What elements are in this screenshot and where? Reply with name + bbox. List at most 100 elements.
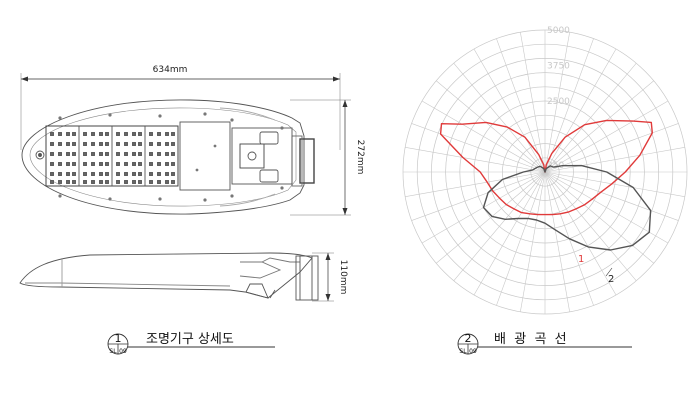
led-chip xyxy=(99,152,103,156)
detail-title: 배 광 곡 선 xyxy=(494,332,567,347)
led-chip xyxy=(66,172,70,176)
side-housing xyxy=(19,252,313,299)
led-chip xyxy=(171,142,175,146)
led-chip xyxy=(149,180,153,184)
led-chip xyxy=(50,132,54,136)
led-chip xyxy=(72,172,76,176)
led-chip xyxy=(99,142,103,146)
luminaire-top-view: 634mm xyxy=(20,65,365,216)
grid-spoke xyxy=(411,123,546,173)
terminal-block xyxy=(239,143,265,169)
grid-spoke xyxy=(544,48,617,173)
grid-spoke xyxy=(544,80,654,173)
led-chip xyxy=(171,152,175,156)
led-chip xyxy=(91,180,95,184)
led-chip xyxy=(165,172,169,176)
led-chip xyxy=(124,162,128,166)
led-chip xyxy=(66,162,70,166)
led-chip xyxy=(66,132,70,136)
polar-grid xyxy=(402,29,688,315)
side-bracket xyxy=(295,255,319,301)
led-chip xyxy=(171,132,175,136)
leader-line xyxy=(605,267,613,277)
grid-spoke xyxy=(544,171,570,312)
led-chip xyxy=(132,172,136,176)
led-chip xyxy=(157,172,161,176)
led-chip xyxy=(58,152,62,156)
grid-spoke xyxy=(520,171,546,312)
curve-labels: 12 xyxy=(578,254,614,285)
led-chip xyxy=(83,162,87,166)
led-chip xyxy=(91,132,95,136)
grid-spoke xyxy=(544,63,637,173)
led-chip xyxy=(72,180,76,184)
detail-label-1: 1 SL 09 조명기구 상세도 xyxy=(107,332,275,355)
grid-spoke xyxy=(473,171,546,296)
led-chip xyxy=(132,162,136,166)
grid-spoke xyxy=(496,38,546,173)
led-chip xyxy=(116,152,120,156)
grid-spoke xyxy=(473,48,546,173)
led-chip xyxy=(124,142,128,146)
led-chip xyxy=(157,132,161,136)
led-chip xyxy=(157,142,161,146)
led-chip xyxy=(72,162,76,166)
sheet-prefix: SL xyxy=(459,348,467,355)
led-chip xyxy=(72,152,76,156)
screws xyxy=(58,112,284,202)
radial-tick-label: 250 xyxy=(547,161,564,171)
height-label: 110mm xyxy=(338,260,348,295)
led-chip xyxy=(50,172,54,176)
grid-spoke xyxy=(544,171,685,197)
led-chip xyxy=(83,180,87,184)
distribution-curve-1 xyxy=(439,119,653,216)
radial-tick-label: 3750 xyxy=(547,62,570,72)
led-chip xyxy=(138,132,142,136)
led-chip xyxy=(58,162,62,166)
led-chip xyxy=(124,132,128,136)
grid-spoke xyxy=(405,171,546,197)
curve-label: 2 xyxy=(608,274,614,285)
led-chip xyxy=(149,152,153,156)
led-chip xyxy=(165,180,169,184)
grid-spoke xyxy=(544,32,570,173)
grid-spoke xyxy=(544,38,594,173)
width-dimension: 634mm xyxy=(20,65,341,150)
led-chip xyxy=(91,162,95,166)
grid-spoke xyxy=(544,171,679,221)
led-chip xyxy=(99,132,103,136)
driver-compartment xyxy=(179,121,231,191)
led-module-array xyxy=(45,125,179,187)
led-chip xyxy=(165,162,169,166)
grid-spoke xyxy=(544,147,685,173)
led-chip xyxy=(83,132,87,136)
grid-spoke xyxy=(544,123,679,173)
led-chip xyxy=(72,132,76,136)
led-chip xyxy=(105,142,109,146)
led-chip xyxy=(105,162,109,166)
led-chip xyxy=(105,132,109,136)
led-chip xyxy=(171,172,175,176)
detail-label-2: 2 SL 09 배 광 곡 선 xyxy=(457,332,632,355)
led-chip xyxy=(66,142,70,146)
led-chip xyxy=(66,180,70,184)
led-chip xyxy=(50,180,54,184)
led-chip xyxy=(132,152,136,156)
grid-spoke xyxy=(520,32,546,173)
housing-outline xyxy=(21,99,305,215)
detail-number: 2 xyxy=(465,332,472,345)
led-chip xyxy=(157,162,161,166)
sheet-number: 09 xyxy=(469,348,477,355)
grid-spoke xyxy=(544,171,637,281)
grid-spoke xyxy=(544,171,669,244)
grid-spoke xyxy=(544,171,617,296)
led-chip xyxy=(105,180,109,184)
led-chip xyxy=(83,152,87,156)
led-chip xyxy=(91,152,95,156)
led-chip xyxy=(50,162,54,166)
led-chip xyxy=(124,172,128,176)
led-chips xyxy=(50,132,175,184)
led-chip xyxy=(124,152,128,156)
